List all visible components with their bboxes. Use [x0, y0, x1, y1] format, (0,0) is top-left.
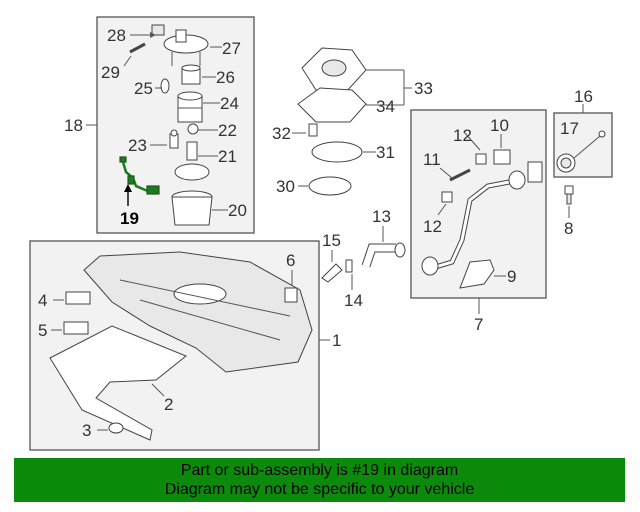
part-4-pad: [65, 291, 91, 305]
part-13-hose: [361, 242, 406, 268]
callout-33: 33: [414, 79, 433, 98]
part-3-nut: [108, 422, 124, 434]
part-28-clip: [151, 24, 165, 36]
part-31-seal-ring: [311, 141, 363, 163]
callout-23: 23: [128, 136, 147, 155]
part-33-cover: [301, 47, 367, 93]
part-21-filter: [186, 141, 198, 161]
callout-5: 5: [38, 321, 47, 340]
callout-2: 2: [164, 395, 173, 414]
callout-3: 3: [82, 421, 91, 440]
callout-4: 4: [38, 291, 47, 310]
callout-21: 21: [218, 147, 237, 166]
part-12-clip-lower: [441, 191, 453, 203]
callout-13: 13: [372, 207, 391, 226]
part-5-pad: [63, 321, 89, 335]
part-26-pressure-regulator: [181, 64, 201, 85]
callout-29: 29: [101, 63, 120, 82]
part-11-hose: [449, 168, 471, 182]
callout-31: 31: [376, 143, 395, 162]
part-34-gasket: [297, 87, 367, 123]
part-30-ring: [308, 176, 352, 196]
callout-1: 1: [332, 331, 341, 350]
callout-12-lower: 12: [423, 217, 442, 236]
part-22-oring: [187, 123, 199, 135]
part-14-clamp: [345, 259, 353, 273]
callout-9: 9: [507, 267, 516, 286]
part-24-fuel-pump: [177, 91, 203, 123]
callout-14: 14: [344, 291, 363, 310]
part-8-bolt: [564, 185, 574, 205]
callout-8: 8: [564, 219, 573, 238]
part-fuel-door: [527, 161, 543, 183]
parts-diagram: 28 27 29 26 25 24 18 22 23 21 20 19 33 3…: [29, 16, 613, 451]
part-32-bolt: [308, 123, 318, 137]
part-29-seal: [129, 42, 146, 54]
part-15-bracket: [321, 263, 343, 283]
callout-19: 19: [120, 209, 139, 228]
callout-22: 22: [218, 121, 237, 140]
callout-18: 18: [64, 116, 83, 135]
callout-12-upper: 12: [453, 126, 472, 145]
part-19-fuel-sender: [119, 156, 160, 195]
part-6-grommet: [284, 287, 298, 303]
part-25-oring: [160, 78, 170, 94]
callout-15: 15: [322, 231, 341, 250]
callout-20: 20: [228, 201, 247, 220]
callout-30: 30: [276, 177, 295, 196]
part-9-bracket: [459, 259, 495, 289]
part-filler-neck-pipe: [421, 170, 526, 276]
callout-32: 32: [272, 124, 291, 143]
part-10-valve: [493, 149, 511, 165]
banner-line-2: Diagram may not be specific to your vehi…: [164, 481, 475, 498]
callout-26: 26: [216, 68, 235, 87]
callout-24: 24: [220, 94, 239, 113]
callout-17: 17: [560, 119, 579, 138]
part-20-reservoir: [171, 190, 213, 226]
part-fuel-tank: [83, 251, 313, 373]
banner-line-1: Part or sub-assembly is #19 in diagram: [180, 462, 459, 479]
callout-34: 34: [376, 97, 395, 116]
callout-25: 25: [134, 79, 153, 98]
callout-11: 11: [423, 150, 441, 169]
part-23-sensor: [169, 129, 179, 149]
part-27-pump-flange: [163, 29, 209, 66]
callout-6: 6: [286, 251, 295, 270]
part-12-clip-upper: [475, 153, 487, 165]
callout-27: 27: [222, 39, 241, 58]
callout-7: 7: [474, 315, 483, 334]
callout-10: 10: [490, 116, 509, 135]
vehicle-notice-banner: Part or sub-assembly is #19 in diagram D…: [14, 458, 625, 502]
callout-16: 16: [574, 87, 593, 106]
part-fuel-reservoir-top: [174, 163, 210, 181]
part-17-fuel-cap: [556, 130, 606, 173]
callout-28: 28: [107, 26, 126, 45]
